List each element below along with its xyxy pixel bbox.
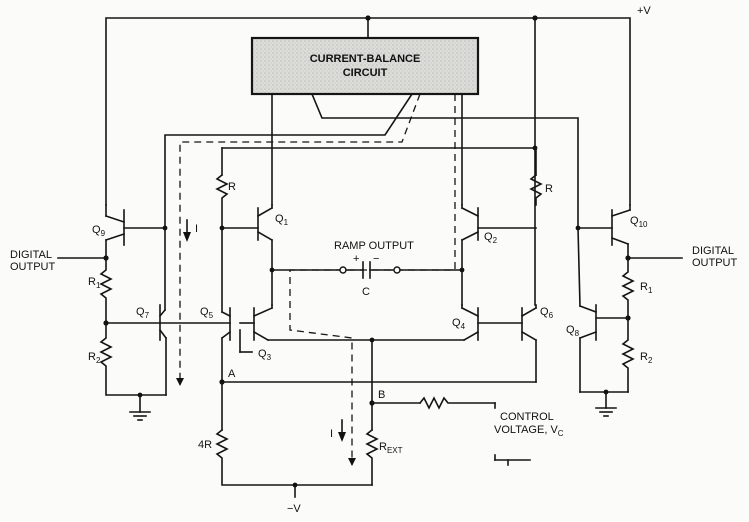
transistor-q6: [520, 304, 538, 383]
left-output-line2: OUTPUT: [10, 261, 56, 273]
control-voltage-line1: CONTROL: [500, 411, 554, 423]
r-left-label: R: [228, 181, 236, 193]
q6-label: Q6: [540, 306, 554, 320]
resistor-r1-left: [99, 257, 113, 324]
r2-right-label: R2: [640, 351, 653, 365]
transistor-q1: [219, 204, 274, 313]
resistor-4r: [215, 428, 373, 486]
r-ext-label: REXT: [379, 441, 403, 455]
transistor-q8: [577, 227, 629, 393]
transistor-q5: [220, 307, 232, 383]
r-right-label: R: [545, 183, 553, 195]
ground-left: [129, 392, 151, 421]
r1-left-label: R1: [88, 276, 101, 290]
q9-label: Q9: [92, 224, 106, 238]
transistor-q7: [139, 227, 231, 396]
right-output-line2: OUTPUT: [692, 257, 738, 269]
negative-supply-label: −V: [287, 503, 301, 515]
resistor-r-right: [529, 173, 543, 206]
cap-minus: −: [373, 253, 379, 265]
block-title-line2: CIRCUIT: [343, 67, 388, 79]
q7-label: Q7: [136, 306, 150, 320]
resistor-r2-right: [621, 317, 635, 393]
resistor-r2-left: [99, 322, 141, 396]
block-title-line1: CURRENT-BALANCE: [310, 53, 421, 65]
r1-right-label: R1: [640, 281, 653, 295]
current-label-bottom: I: [330, 428, 333, 440]
control-voltage-line2: VOLTAGE, VC: [494, 424, 564, 438]
right-output-line1: DIGITAL: [692, 245, 734, 257]
current-label-left: I: [195, 223, 198, 235]
transistor-q9: [104, 204, 168, 259]
q1-label: Q1: [275, 213, 289, 227]
negative-supply: [292, 482, 298, 498]
resistor-r-left: [215, 173, 229, 229]
transistor-q10: [575, 204, 632, 259]
q5-label: Q5: [200, 306, 214, 320]
r2-left-label: R2: [88, 351, 101, 365]
ramp-output-label: RAMP OUTPUT: [334, 240, 414, 252]
current-balance-block: CURRENT-BALANCE CIRCUIT: [250, 36, 480, 96]
q2-label: Q2: [484, 231, 498, 245]
q8-label: Q8: [566, 324, 580, 338]
cap-label: C: [362, 286, 370, 298]
cap-plus: +: [353, 253, 359, 265]
transistor-q4: [371, 304, 523, 342]
positive-supply-rail: [105, 15, 631, 306]
resistor-r1-right: [621, 257, 635, 319]
ground-right: [595, 389, 617, 417]
transistor-q2: [460, 204, 537, 306]
node-a-wire: [219, 379, 537, 431]
block-wires: [164, 92, 579, 229]
current-path: [176, 93, 456, 466]
q4-label: Q4: [452, 317, 466, 331]
r-4r-label: 4R: [198, 439, 212, 451]
transistor-q3: [239, 304, 373, 353]
q3-label: Q3: [258, 348, 272, 362]
ground-control: [494, 402, 531, 466]
positive-supply-label: +V: [637, 5, 651, 17]
node-b-label: B: [378, 389, 385, 401]
node-a-label: A: [228, 368, 236, 380]
left-output-line1: DIGITAL: [10, 249, 52, 261]
node-b-wire: [365, 337, 496, 486]
q10-label: Q10: [630, 215, 648, 229]
